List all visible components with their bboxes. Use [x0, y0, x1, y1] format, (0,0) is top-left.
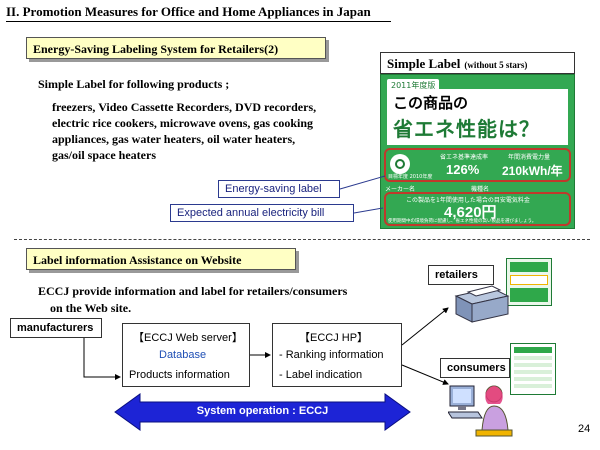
consumer-ranking-thumbnail	[510, 343, 556, 395]
title-underline	[6, 21, 391, 22]
simple-label-subtitle: (without 5 stars)	[464, 60, 528, 70]
system-operation-arrow: System operation : ECCJ	[196, 405, 329, 417]
web-server-title: 【ECCJ Web server】	[133, 332, 243, 344]
label-line2: 省エネ性能は？	[393, 117, 540, 141]
label-year-tag: 2011年度版	[387, 79, 440, 92]
eccj-web-server-box: 【ECCJ Web server】 Database Products info…	[122, 323, 250, 387]
simple-label-image: 2011年度版 この商品の 省エネ性能は？ 目標年度 2010年度 省エネ基準達…	[380, 74, 575, 229]
consumer-at-computer-icon	[448, 385, 513, 437]
label-headline-panel: この商品の 省エネ性能は？	[387, 89, 568, 145]
printer-icon	[454, 285, 510, 323]
consumers-box: consumers	[440, 358, 510, 378]
simple-label-header: Simple Label (without 5 stars)	[380, 52, 575, 74]
page-title: II. Promotion Measures for Office and Ho…	[6, 4, 371, 19]
manufacturers-box: manufacturers	[10, 318, 102, 338]
cost-text: この製品を1年間使用した場合の目安電気料金	[406, 197, 530, 204]
annual-label: 年間消費電力量	[508, 154, 551, 161]
section1-heading: Energy-Saving Labeling System for Retail…	[26, 37, 326, 59]
label-footer-text: 使用期間中の環境負荷に配慮し、省エネ性能の高い製品を選びましょう。	[388, 219, 537, 224]
product-line: appliances, gas water heaters, oil water…	[52, 132, 296, 146]
simple-label-title: Simple Label	[387, 56, 461, 71]
section-divider	[14, 239, 590, 240]
energy-saving-label-callout: Energy-saving label	[218, 180, 340, 198]
label-line1: この商品の	[393, 94, 469, 112]
energy-mark-icon	[390, 154, 410, 174]
section2-heading: Label information Assistance on Website	[26, 248, 296, 270]
ranking-label: - Ranking information	[279, 349, 384, 361]
product-line: gas/oil space heaters	[52, 148, 156, 162]
database-label: Database	[159, 349, 207, 361]
hp-title: 【ECCJ HP】	[299, 332, 369, 344]
product-list: freezers, Video Cassette Recorders, DVD …	[52, 99, 316, 163]
product-line: electric rice cookers, microwave ovens, …	[52, 116, 314, 130]
page-number: 24	[578, 423, 591, 435]
label-indication-label: - Label indication	[279, 369, 363, 381]
energy-rate-panel: 目標年度 2010年度 省エネ基準達成率 126% 年間消費電力量 210kWh…	[384, 148, 571, 182]
products-info-label: Products information	[129, 369, 230, 381]
label-year-target: 目標年度 2010年度	[388, 174, 433, 180]
annual-value: 210kWh/年	[502, 164, 563, 178]
electricity-bill-callout: Expected annual electricity bill	[170, 204, 354, 222]
model-label: 機種名	[471, 186, 490, 193]
rate-label: 省エネ基準達成率	[440, 154, 489, 161]
maker-label: メーカー名	[385, 186, 416, 193]
eccj-hp-box: 【ECCJ HP】 - Ranking information - Label …	[272, 323, 402, 387]
electricity-cost-panel: この製品を1年間使用した場合の目安電気料金 4,620円 使用期間中の環境負荷に…	[384, 192, 571, 226]
section2-line2: on the Web site.	[50, 301, 132, 315]
maker-row: メーカー名 機種名	[385, 184, 571, 193]
rate-value: 126%	[446, 162, 480, 177]
retailers-box: retailers	[428, 265, 494, 285]
section1-intro: Simple Label for following products ;	[38, 77, 230, 91]
cost-value: 4,620円	[444, 204, 497, 221]
retailer-label-thumbnail	[506, 258, 552, 306]
section2-line1: ECCJ provide information and label for r…	[38, 284, 348, 298]
product-line: freezers, Video Cassette Recorders, DVD …	[52, 100, 317, 114]
